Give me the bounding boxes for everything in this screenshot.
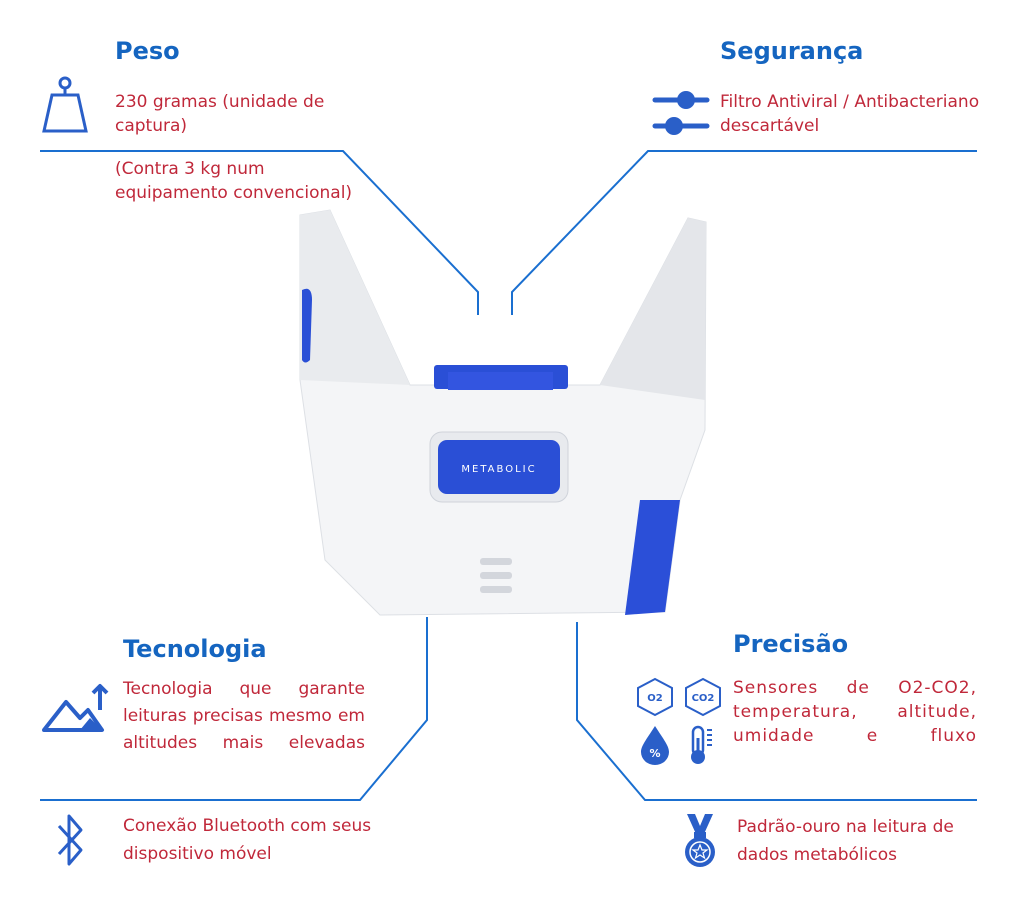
tecnologia-line [40, 617, 428, 801]
precisao-title: Precisão [733, 630, 849, 658]
filter-slider-icon [652, 91, 710, 135]
seguranca-line [511, 150, 977, 315]
precisao-text: Sensores de O2-CO2, temperatura, altitud… [733, 678, 977, 746]
o2-sensor-icon: O2 [637, 677, 673, 717]
mountain-altitude-icon [42, 684, 109, 732]
gold-standard-text: Padrão-ouro na leitura de dados metabóli… [737, 817, 954, 865]
peso-text: 230 gramas (unidade de captura) [115, 92, 325, 136]
peso-title: Peso [115, 37, 180, 65]
precisao-line [576, 622, 977, 801]
device-image: METABOLIC [299, 209, 707, 616]
seguranca-title: Segurança [720, 37, 864, 65]
thermometer-icon [691, 725, 712, 764]
peso-comparison: (Contra 3 kg num equipamento convenciona… [115, 159, 353, 203]
bluetooth-text: Conexão Bluetooth com seus dispositivo m… [123, 816, 372, 864]
svg-text:O2: O2 [647, 693, 663, 704]
weight-icon [42, 76, 88, 133]
device-label: METABOLIC [461, 464, 536, 475]
bluetooth-icon [57, 814, 83, 866]
tecnologia-text: Tecnologia que garante leituras precisas… [123, 679, 365, 753]
svg-text:%: % [649, 747, 660, 760]
svg-text:CO2: CO2 [692, 693, 715, 704]
humidity-drop-icon: % [641, 726, 669, 765]
seguranca-text: Filtro Antiviral / Antibacteriano descar… [720, 92, 980, 136]
co2-sensor-icon: CO2 [685, 677, 721, 717]
peso-line [40, 150, 479, 315]
tecnologia-title: Tecnologia [123, 635, 267, 663]
medal-icon [685, 814, 715, 867]
